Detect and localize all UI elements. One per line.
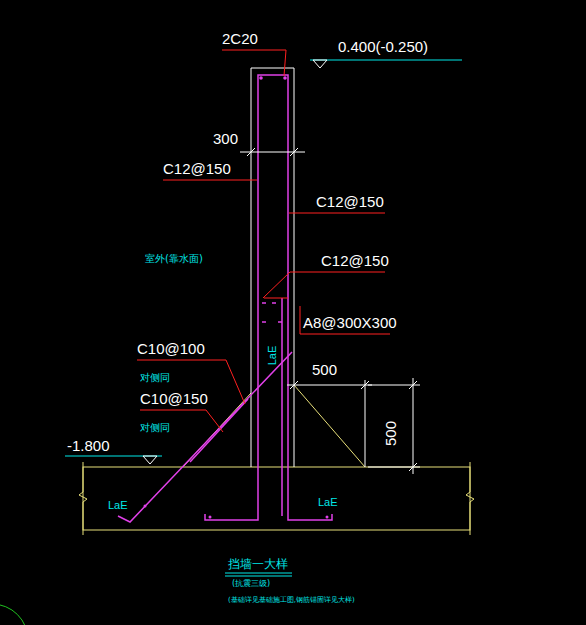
leader-line [163,180,257,181]
leader-line [289,213,385,214]
title-underline [225,576,292,577]
rebar-callout: C12@150 [163,161,231,176]
dimension-label: 500 [312,362,337,377]
rebar-callout: C10@100 [137,341,205,356]
dimension-label: 500 [383,421,398,446]
level-label: -1.800 [67,438,110,453]
anchorage-label: LaE [318,497,338,508]
inner-rebar [281,298,283,516]
rebar-callout: C12@150 [316,194,384,209]
drawing-title: 挡墙一大样 [228,558,288,570]
haunch-line [294,385,365,467]
step-line [264,298,288,299]
anchorage-label: LaE [108,500,128,511]
title-note: (基础详见基础施工图,钢筋锚固详见大样) [228,597,355,604]
level-symbol [313,60,327,68]
rebar-callout: 2C20 [222,31,258,46]
distribution-bars [262,303,282,322]
footing-outline [83,467,470,530]
break-mark [466,462,474,535]
level-symbol [143,456,157,464]
side-note: 对侧同 [140,373,170,383]
main-rebar [205,75,332,520]
diagonal-rebar [118,352,292,522]
side-note: 对侧同 [140,423,170,433]
corner-arc [0,604,28,625]
rebar-callout: C12@150 [321,253,389,268]
anchorage-label: LaE [267,346,278,366]
title-underline [225,573,292,574]
rebar-dots [144,76,329,518]
leader-line [222,50,286,76]
rebar-callout: C10@150 [140,391,208,406]
break-mark [79,462,87,535]
level-label: 0.400(-0.250) [338,39,428,54]
rebar-callout: A8@300X300 [303,315,397,330]
dimension-label: 300 [213,131,238,146]
dimension-lines [240,148,420,474]
level-line [310,60,462,61]
side-note: 室外(靠水面) [145,254,203,264]
leader-line [140,410,223,432]
diagonal-rebar [190,399,248,462]
leader-line [263,272,385,298]
title-note: (抗震三级) [232,580,270,588]
